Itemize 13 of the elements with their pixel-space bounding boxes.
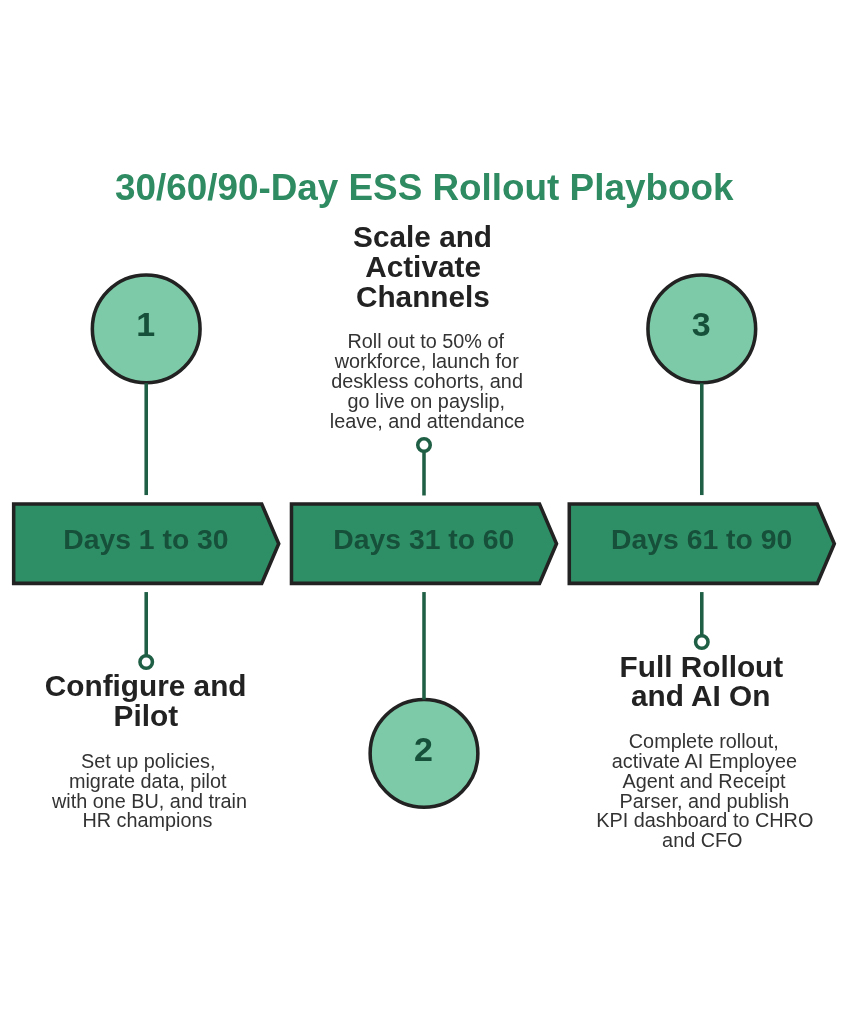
node-circle: 1 [90,272,202,385]
connector [422,591,426,699]
node-text: Configure and Pilot Set up policies, migrate data, pilot with one BU, and train HR champions [44,668,248,831]
node-circle: 3 [646,272,758,385]
connector [138,591,155,670]
node-text: Full Rollout and AI On Complete rollout, activate AI Employee Agent and Receipt Parser, and publish KPI dashboard to CHRO and CFO [596,649,814,851]
diagram-title: 30/60/90-Day ESS Rollout Playbook [115,166,734,208]
connector [700,382,704,495]
node-text: Scale and Activate Channels Roll out to 50% of workforce, launch for deskless cohorts, and go live on payslip, leave, and attendance [329,219,525,432]
connector [144,382,148,495]
connector [693,591,710,650]
connector [416,436,432,495]
node-circle: 2 [368,697,480,809]
